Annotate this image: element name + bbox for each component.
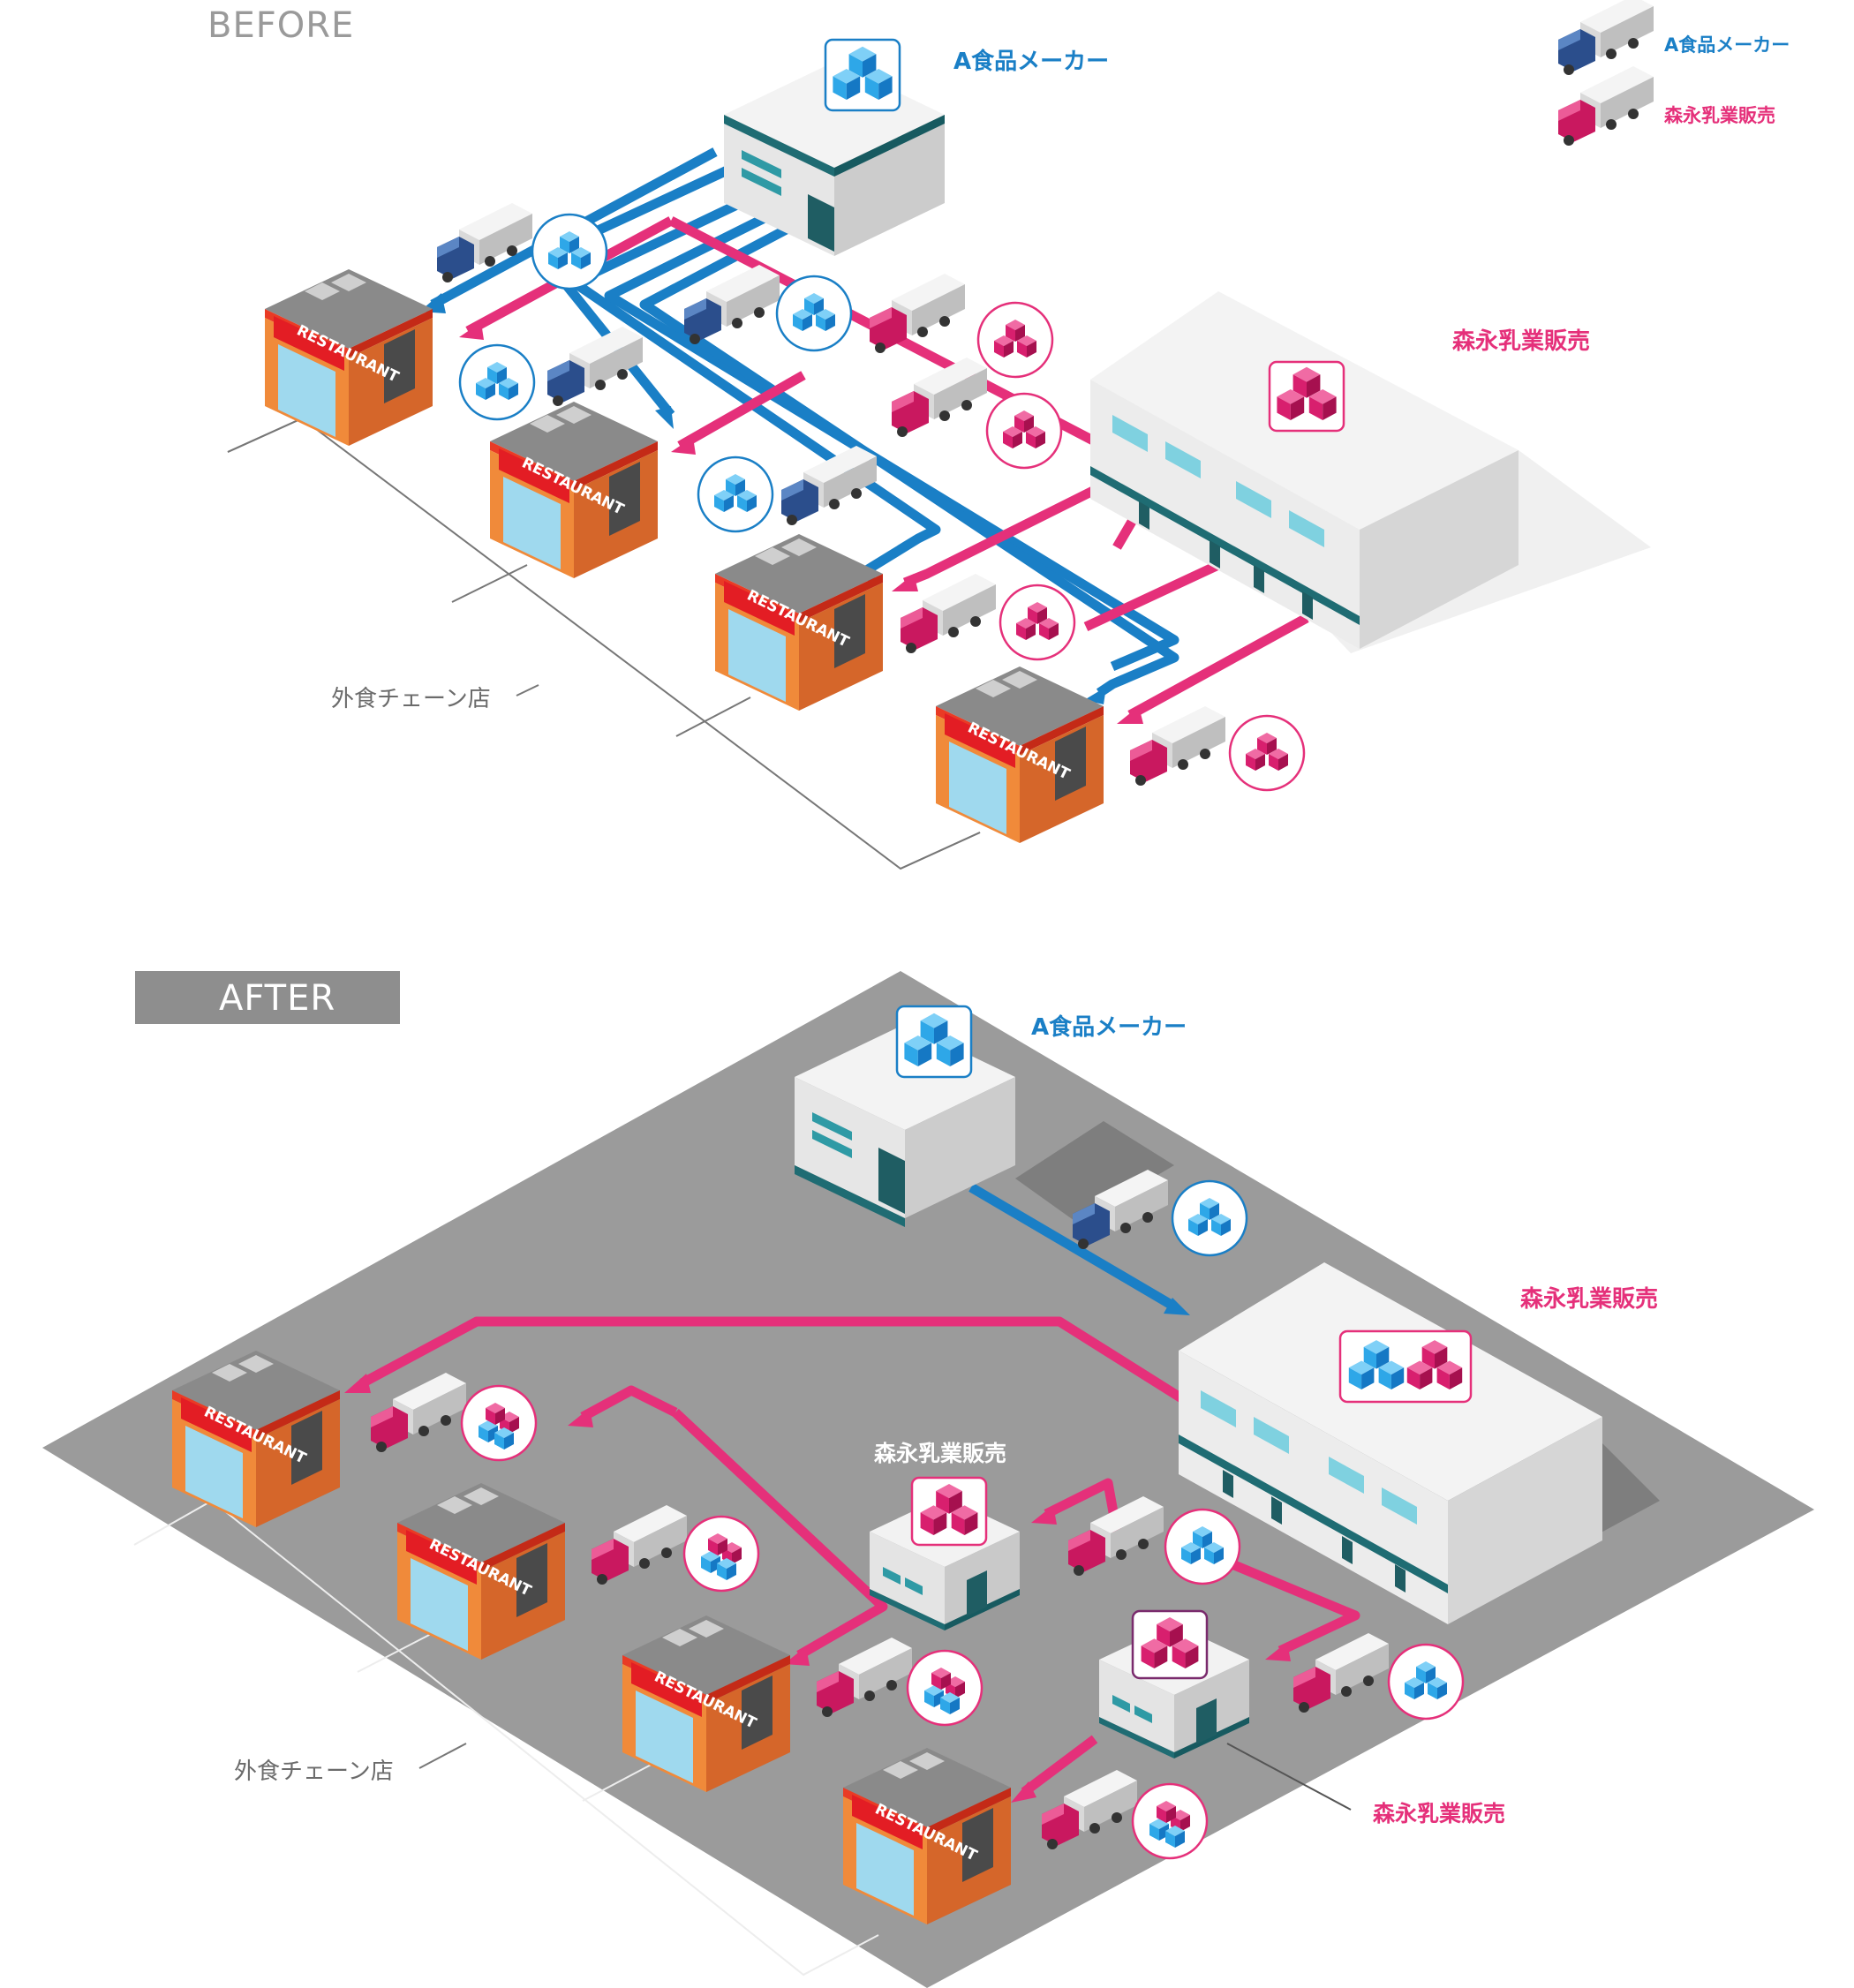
- before-bubble-pink-1: [976, 301, 1054, 379]
- before-bubble-pink-3: [999, 584, 1076, 661]
- after-maker-cube-badge: [895, 1005, 973, 1079]
- after-restaurant-3: RESTAURANT: [622, 1615, 790, 1792]
- after-bubble-mixed-2: [682, 1515, 760, 1593]
- after-chain-label: 外食チェーン店: [234, 1758, 394, 1785]
- after-morinaga-mixed-badge: [1338, 1329, 1473, 1404]
- before-bubble-blue-1: [531, 213, 608, 290]
- after-pink-arrowheads: [344, 1374, 1291, 1803]
- after-restaurant-2: RESTAURANT: [397, 1483, 565, 1660]
- before-pink-arrowheads: [459, 322, 1143, 724]
- legend-maker-label: A食品メーカー: [1664, 34, 1790, 56]
- before-truck-blue-3: [547, 327, 643, 406]
- before-truck-pink-1: [870, 274, 965, 353]
- legend: A食品メーカー 森永乳業販売: [1558, 0, 1790, 146]
- before-restaurant-2: RESTAURANT: [490, 402, 658, 578]
- after-chain-bracket: [133, 1499, 879, 1977]
- before-morinaga-cube-badge: [1268, 360, 1345, 433]
- after-morinaga-main-label: 森永乳業販売: [1520, 1286, 1658, 1313]
- after-label: AFTER: [219, 978, 335, 1019]
- after-chain-leader: [418, 1743, 467, 1769]
- after-restaurant-1: RESTAURANT: [172, 1351, 340, 1527]
- after-bubble-blue-2: [1164, 1508, 1241, 1585]
- before-maker-label: A食品メーカー: [953, 48, 1109, 75]
- before-truck-blue-1: [437, 203, 532, 282]
- after-restaurant-4: RESTAURANT: [843, 1748, 1011, 1924]
- before-bubble-blue-4: [697, 456, 774, 533]
- after-bubble-blue: [1171, 1179, 1248, 1257]
- after-morinaga-warehouse: [1179, 1262, 1602, 1624]
- after-bubble-mixed-3: [906, 1649, 984, 1727]
- after-blue-route: [968, 1183, 1177, 1311]
- legend-truck-blue-icon: [1558, 0, 1654, 75]
- before-chain-bracket: [227, 417, 981, 870]
- before-chain-leader: [516, 684, 539, 697]
- before-restaurant-3: RESTAURANT: [715, 534, 883, 711]
- before-bubble-pink-2: [985, 392, 1063, 470]
- before-label: BEFORE: [207, 5, 354, 46]
- after-depot-1-label: 森永乳業販売: [874, 1441, 1006, 1466]
- before-truck-pink-2: [892, 358, 987, 437]
- before-morinaga-label: 森永乳業販売: [1452, 328, 1590, 355]
- before-chain-label: 外食チェーン店: [331, 686, 491, 712]
- after-depot-2-leader: [1226, 1743, 1352, 1811]
- after-bubble-blue-3: [1387, 1643, 1465, 1721]
- before-restaurant-1: RESTAURANT: [265, 269, 433, 446]
- before-bubble-blue-2: [775, 275, 853, 352]
- after-depot-2-label: 森永乳業販売: [1373, 1801, 1505, 1826]
- after-depot-2-badge: [1131, 1609, 1209, 1680]
- after-bubble-mixed-4: [1131, 1782, 1209, 1860]
- legend-morinaga-label: 森永乳業販売: [1664, 105, 1775, 126]
- after-maker-label: A食品メーカー: [1031, 1013, 1187, 1041]
- after-tag-bg: [135, 971, 400, 1024]
- before-restaurant-4: RESTAURANT: [936, 666, 1104, 843]
- before-maker-cube-badge: [824, 38, 901, 112]
- legend-truck-pink-icon: [1558, 66, 1654, 146]
- after-blue-arrowhead: [1164, 1298, 1190, 1315]
- after-depot-1-badge: [910, 1476, 988, 1547]
- before-truck-pink-4: [1130, 706, 1225, 786]
- before-bubble-blue-3: [458, 343, 536, 421]
- after-bubble-mixed-1: [460, 1384, 538, 1462]
- before-bubble-pink-4: [1228, 714, 1306, 792]
